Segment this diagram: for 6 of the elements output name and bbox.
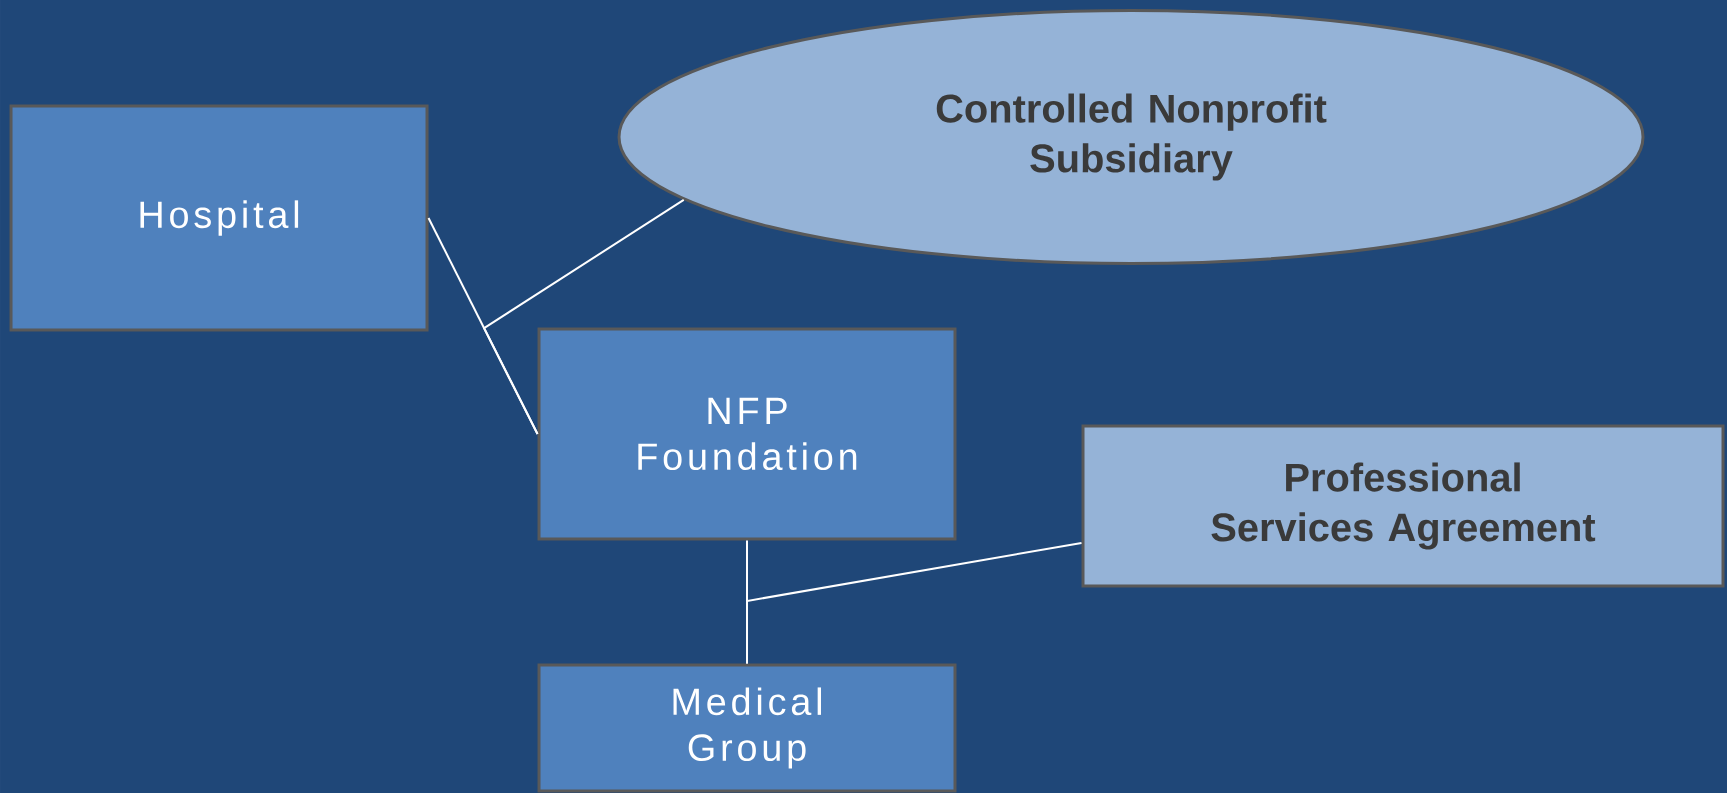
organization-box: NFP Foundation bbox=[537, 327, 957, 541]
connector-line bbox=[482, 198, 685, 435]
connector-line bbox=[746, 542, 1083, 665]
organization-box: Hospital bbox=[9, 104, 429, 332]
organization-box: Medical Group bbox=[537, 663, 957, 793]
agreement-box: Professional Services Agreement bbox=[1081, 424, 1725, 588]
